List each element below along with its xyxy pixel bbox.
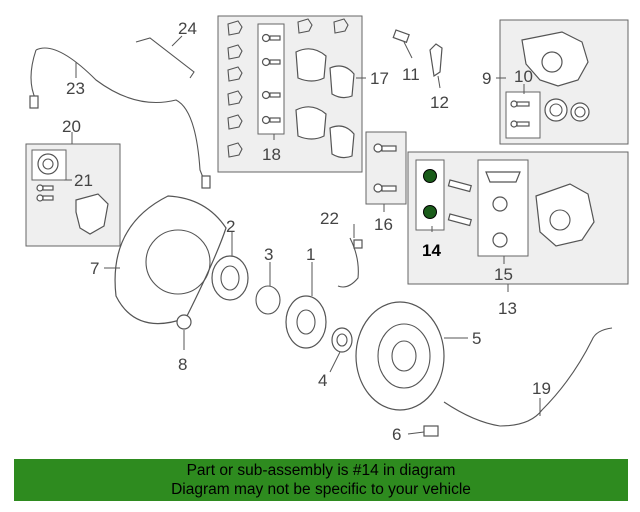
part-8-bolt xyxy=(176,314,192,330)
part-19-wear-sensor xyxy=(443,327,613,427)
callout-12: 12 xyxy=(430,93,449,112)
part-1-hub xyxy=(285,295,327,349)
guide-pin-group-box xyxy=(365,131,407,205)
caliper-kit-group-box xyxy=(407,151,629,285)
callout-16: 16 xyxy=(374,215,393,234)
part-5-rotor xyxy=(355,301,445,411)
callout-9: 9 xyxy=(482,69,491,88)
callout-14: 14 xyxy=(422,241,441,260)
callout-3: 3 xyxy=(264,245,273,264)
brake-assembly-diagram: 1 2 3 4 5 6 7 8 9 10 11 12 13 14 15 16 1… xyxy=(25,15,629,444)
caliper-group-box xyxy=(499,19,629,145)
callout-2: 2 xyxy=(226,217,235,236)
sensor-bracket-group-box xyxy=(25,143,121,247)
callout-15: 15 xyxy=(494,265,513,284)
part-2-bearing xyxy=(211,255,249,301)
highlighted-part-14-bolts xyxy=(423,169,437,219)
callout-4: 4 xyxy=(318,371,327,390)
callout-20: 20 xyxy=(62,117,81,136)
part-24-bracket xyxy=(135,37,195,79)
part-7-dust-shield xyxy=(114,195,227,325)
callout-18: 18 xyxy=(262,145,281,164)
info-banner: Part or sub-assembly is #14 in diagram D… xyxy=(14,459,628,501)
part-11-bleeder xyxy=(392,29,410,44)
callout-17: 17 xyxy=(370,69,389,88)
callout-23: 23 xyxy=(66,79,85,98)
part-22-sensor xyxy=(337,237,359,288)
callout-10: 10 xyxy=(514,67,533,86)
callout-7: 7 xyxy=(90,259,99,278)
callout-11: 11 xyxy=(402,65,420,84)
callout-21: 21 xyxy=(74,171,93,190)
callout-6: 6 xyxy=(392,425,401,444)
callout-1: 1 xyxy=(306,245,315,264)
callout-24: 24 xyxy=(178,19,197,38)
part-3-snap-ring xyxy=(255,285,281,315)
part-6-screw xyxy=(423,425,439,437)
callout-13: 13 xyxy=(498,299,517,318)
callout-19: 19 xyxy=(532,379,551,398)
banner-line-2: Diagram may not be specific to your vehi… xyxy=(171,481,471,498)
callout-5: 5 xyxy=(472,329,481,348)
part-4-nut xyxy=(331,327,353,353)
pad-kit-group-box xyxy=(217,15,363,173)
callout-8: 8 xyxy=(178,355,187,374)
part-12-clip xyxy=(429,43,443,78)
callout-22: 22 xyxy=(320,209,339,228)
banner-line-1: Part or sub-assembly is #14 in diagram xyxy=(186,462,456,479)
